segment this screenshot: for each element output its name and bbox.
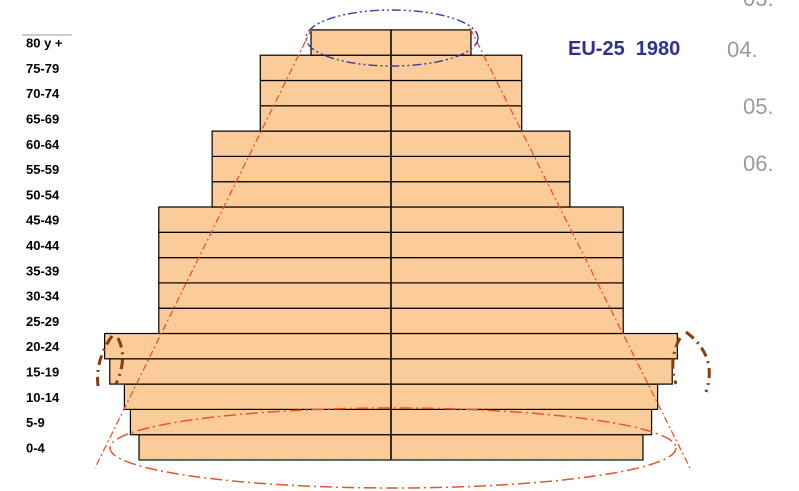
bar-left-20-24	[104, 332, 392, 360]
age-label-45-49: 45-49	[26, 213, 59, 228]
bar-right-70-74	[390, 79, 523, 107]
right-inner-bracket	[671, 337, 682, 385]
age-label-40-44: 40-44	[26, 238, 60, 253]
bars-group	[104, 29, 678, 461]
age-label-30-34: 30-34	[26, 289, 60, 304]
bar-left-35-39	[158, 257, 392, 284]
age-label-50-54: 50-54	[26, 187, 60, 202]
bar-right-65-69	[390, 105, 523, 132]
envelope-left-line	[94, 27, 313, 469]
side-number-4: 04.	[727, 37, 758, 62]
bar-left-15-19	[109, 358, 392, 385]
side-number-5: 05.	[743, 94, 774, 119]
bar-left-30-34	[158, 282, 392, 309]
bar-right-75-79	[390, 54, 523, 82]
top-ellipse	[305, 9, 479, 67]
annotations-group	[94, 9, 711, 489]
left-inner-bracket	[114, 337, 124, 385]
age-label-25-29: 25-29	[26, 314, 59, 329]
age-label-60-64: 60-64	[26, 137, 60, 152]
bar-right-45-49	[390, 206, 624, 233]
bar-right-80y+	[390, 29, 472, 56]
bar-left-55-59	[211, 155, 392, 183]
age-label-65-69: 65-69	[26, 111, 59, 126]
bar-left-75-79	[259, 54, 392, 82]
right-outer-bracket	[685, 330, 711, 393]
bar-left-45-49	[158, 206, 392, 233]
bar-right-5-9	[390, 408, 653, 436]
bar-right-15-19	[390, 358, 673, 385]
age-label-55-59: 55-59	[26, 162, 59, 177]
bar-left-65-69	[259, 105, 392, 132]
bar-left-60-64	[211, 130, 392, 158]
chart-title: EU-25 1980	[568, 38, 681, 60]
bar-right-30-34	[390, 282, 624, 309]
bar-right-35-39	[390, 257, 624, 284]
side-number-6: 06.	[743, 151, 774, 176]
bar-left-5-9	[129, 408, 392, 436]
age-labels-group: 0-4 5-9 10-14 15-19 20-24 25-29 30-34 35-39 40-4…	[26, 36, 63, 456]
bar-right-40-44	[390, 231, 624, 259]
bar-left-40-44	[158, 231, 392, 259]
age-label-0-4: 0-4	[26, 440, 46, 455]
bar-right-20-24	[390, 332, 678, 360]
bar-right-55-59	[390, 155, 571, 183]
age-label-5-9: 5-9	[26, 415, 45, 430]
bar-left-50-54	[211, 181, 392, 208]
base-ellipse	[109, 407, 677, 489]
bar-right-60-64	[390, 130, 571, 158]
bar-right-0-4	[390, 434, 644, 461]
bar-left-25-29	[158, 307, 392, 335]
bar-left-70-74	[259, 79, 392, 107]
age-label-70-74: 70-74	[26, 86, 60, 101]
envelope-right-line	[469, 27, 691, 469]
age-label-35-39: 35-39	[26, 263, 59, 278]
bar-right-10-14	[390, 383, 659, 411]
bar-left-80y+	[310, 29, 392, 56]
age-label-80y+: 80 y +	[26, 36, 63, 51]
left-outer-bracket	[96, 335, 114, 387]
age-label-20-24: 20-24	[26, 339, 60, 354]
bar-right-25-29	[390, 307, 624, 335]
bar-left-10-14	[123, 383, 392, 411]
age-label-10-14: 10-14	[26, 390, 60, 405]
side-number-3: 03.	[743, 0, 774, 12]
age-label-75-79: 75-79	[26, 61, 59, 76]
bar-left-0-4	[138, 434, 392, 461]
bar-right-50-54	[390, 181, 571, 208]
age-label-15-19: 15-19	[26, 364, 59, 379]
